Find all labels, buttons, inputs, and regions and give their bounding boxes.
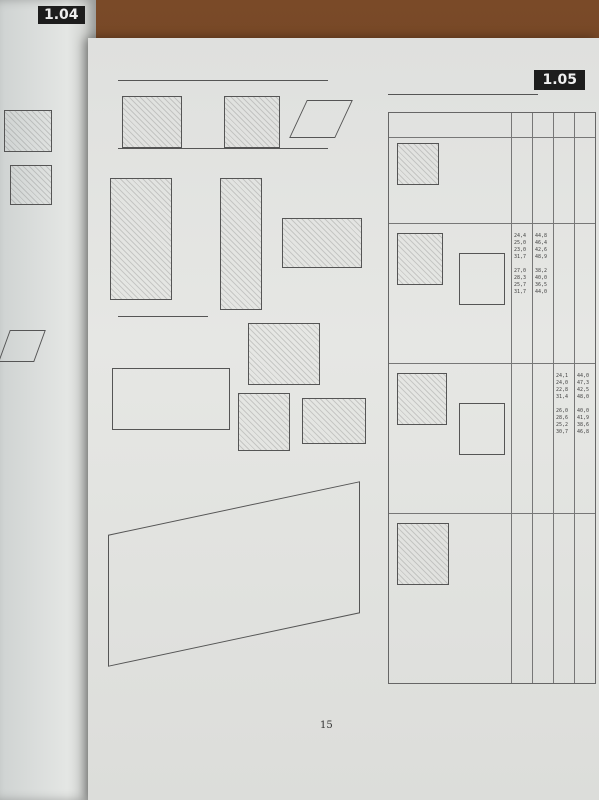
table-row-drawing-6 [459,403,505,455]
heading-rule-3 [118,316,208,317]
left-page: 1.04 [0,0,96,800]
table-column-values-3: 24,1 24,0 22,8 31,4 26,0 28,6 25,2 30,7 [556,373,569,435]
table-divider [389,363,595,364]
heading-rule-4 [388,94,538,95]
heading-rule-1 [118,80,328,81]
left-section-number: 1.04 [38,6,85,24]
reinforcement-drawing-3 [238,393,290,451]
reinforcement-drawing-2 [112,368,230,430]
table-column-values-2: 44,8 46,4 42,6 48,9 38,2 40,0 36,5 44,0 [535,233,548,295]
table-column-values-4: 44,0 47,3 42,5 48,0 40,0 41,9 38,6 46,8 [577,373,590,435]
page-number: 15 [320,720,333,731]
table-row-drawing-4 [397,523,449,585]
foundations-table: 24,4 25,0 23,0 31,7 27,0 28,3 25,7 31,7 … [388,112,596,684]
table-row-drawing-1 [397,143,439,185]
left-drawing-3 [0,330,46,362]
table-row-drawing-3 [397,373,447,425]
isometric-foundation-drawing [108,481,360,667]
table-divider [553,113,554,683]
table-divider [574,113,575,683]
column-drawing-2 [220,178,262,310]
table-divider [389,223,595,224]
table-row-drawing-2 [397,233,443,285]
table-divider [511,113,512,683]
table-divider [389,513,595,514]
table-divider [532,113,533,683]
table-column-values-1: 24,4 25,0 23,0 31,7 27,0 28,3 25,7 31,7 [514,233,527,295]
table-row-drawing-5 [459,253,505,305]
reinforcement-drawing-1 [248,323,320,385]
column-drawing-1 [110,178,172,300]
column-plan-drawing [282,218,362,268]
left-drawing-1 [4,110,52,152]
reinforcement-drawing-4 [302,398,366,444]
main-page: 1.05 24,4 25,0 23,0 31,7 27,0 28,3 25,7 … [88,38,599,800]
main-section-number: 1.05 [534,70,585,90]
heading-rule-2 [118,148,328,149]
foundation-drawing-2 [224,96,280,148]
table-divider [389,137,595,138]
left-drawing-2 [10,165,52,205]
foundation-drawing-1 [122,96,182,148]
foundation-drawing-3 [289,100,353,138]
